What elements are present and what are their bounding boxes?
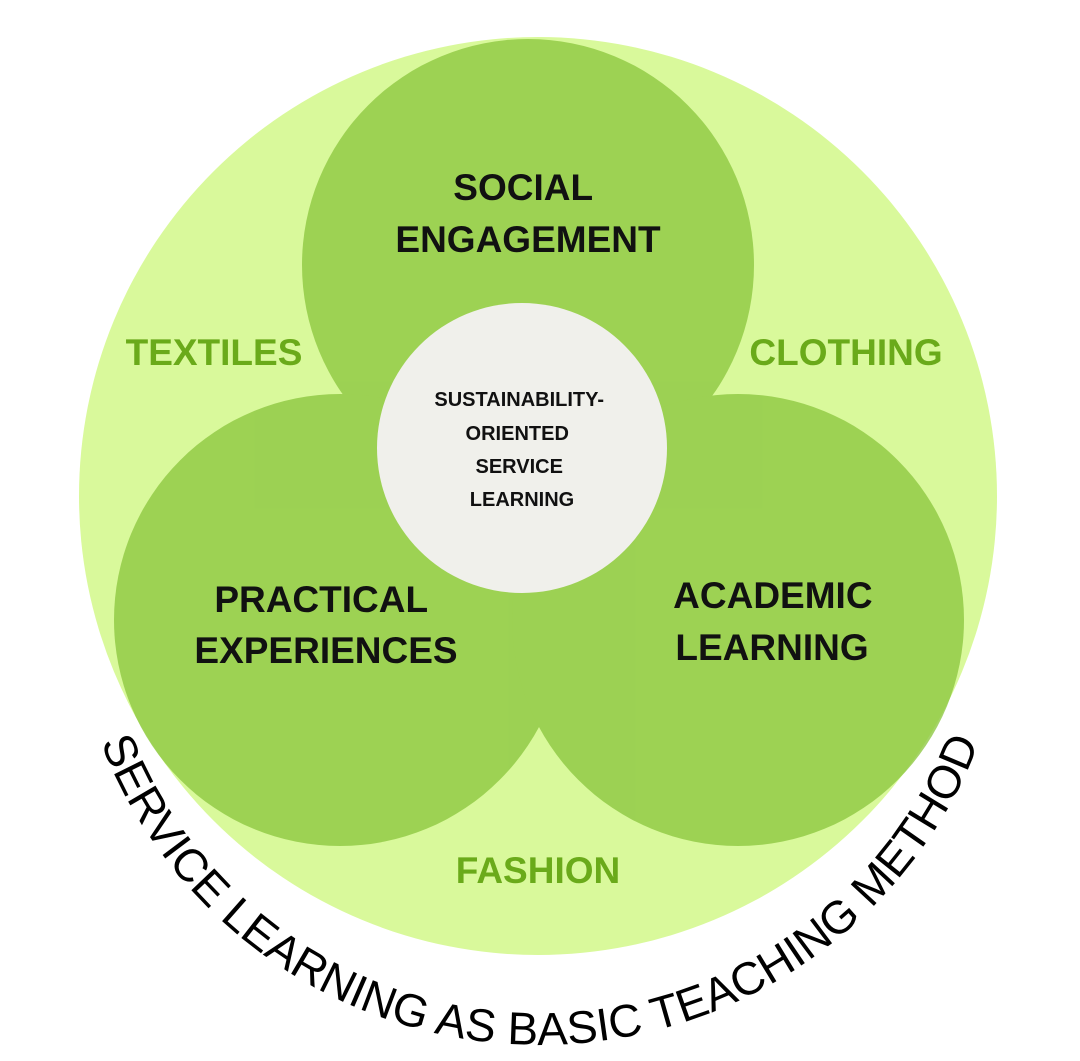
social-line1: SOCIAL	[453, 167, 592, 208]
textiles-label: TEXTILES	[126, 332, 303, 373]
academic-line1: ACADEMIC	[673, 575, 872, 616]
practical-line2: EXPERIENCES	[194, 630, 457, 671]
practical-line1: PRACTICAL	[214, 579, 427, 620]
fashion-label: FASHION	[456, 850, 620, 891]
clothing-label: CLOTHING	[749, 332, 942, 373]
center-line1: SUSTAINABILITY-	[434, 389, 604, 411]
center-label: SUSTAINABILITY- ORIENTED SERVICE LEARNIN…	[434, 389, 609, 511]
social-line2: ENGAGEMENT	[395, 219, 661, 260]
academic-line2: LEARNING	[675, 627, 868, 668]
practical-experiences-label: PRACTICAL EXPERIENCES	[194, 579, 457, 671]
academic-learning-label: ACADEMIC LEARNING	[673, 575, 883, 668]
center-circle	[377, 303, 667, 593]
center-line3: SERVICE	[475, 456, 562, 478]
social-engagement-label: SOCIAL ENGAGEMENT	[395, 167, 661, 260]
center-line2: ORIENTED	[466, 423, 569, 445]
center-line4: LEARNING	[470, 489, 574, 511]
